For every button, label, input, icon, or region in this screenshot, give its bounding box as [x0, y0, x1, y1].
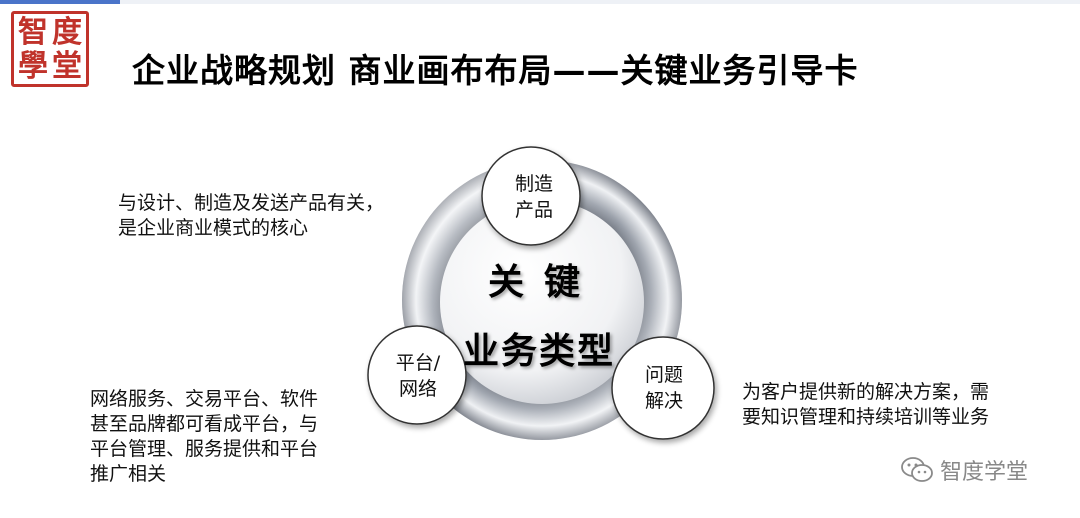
note-line: 网络服务、交易平台、软件 [90, 388, 319, 410]
node-manufacture-circle [481, 146, 581, 246]
page-title: 企业战略规划 商业画布布局——关键业务引导卡 [132, 51, 859, 90]
note-problem-solving: 为客户提供新的解决方案，需 要知识管理和持续培训等业务 [742, 380, 989, 430]
note-line: 推广相关 [90, 463, 167, 485]
note-line: 平台管理、服务提供和平台 [90, 438, 319, 460]
top-accent-segment [0, 0, 120, 4]
center-label-line1: 关键 [488, 262, 601, 303]
logo-char-1: 智 [18, 15, 48, 50]
logo-char-3: 學 [18, 49, 48, 84]
brand-logo-seal: 智 度 學 堂 [11, 11, 89, 87]
node-problem-line2: 解决 [644, 390, 683, 412]
inner-disc [440, 200, 644, 404]
node-problem-line1: 问题 [644, 364, 683, 386]
watermark: 智度学堂 [900, 454, 1028, 486]
node-manufacture-line2: 产品 [514, 199, 553, 221]
center-label-line2: 业务类型 [463, 331, 616, 372]
note-line: 是企业商业模式的核心 [118, 217, 309, 239]
node-manufacture-line1: 制造 [514, 173, 553, 195]
watermark-text: 智度学堂 [940, 460, 1029, 485]
note-line: 甚至品牌都可看成平台，与 [90, 413, 319, 435]
logo-char-2: 度 [52, 15, 82, 50]
node-problem-circle [611, 336, 715, 440]
node-platform-circle [367, 325, 467, 425]
note-manufacturing: 与设计、制造及发送产品有关， 是企业商业模式的核心 [118, 191, 384, 241]
note-line: 为客户提供新的解决方案，需 [742, 381, 990, 403]
note-line: 要知识管理和持续培训等业务 [742, 406, 990, 428]
node-problem-label: 问题 解决 [619, 362, 709, 414]
note-line: 与设计、制造及发送产品有关， [118, 192, 385, 214]
wechat-icon [901, 457, 933, 482]
note-platform: 网络服务、交易平台、软件 甚至品牌都可看成平台，与 平台管理、服务提供和平台 推… [90, 387, 318, 487]
node-platform-label: 平台/ 网络 [370, 350, 466, 402]
node-manufacture-label: 制造 产品 [489, 171, 579, 223]
node-platform-line1: 平台/ [395, 352, 441, 374]
top-accent-bar [0, 0, 1080, 4]
node-platform-line2: 网络 [398, 378, 437, 400]
logo-char-4: 堂 [52, 49, 82, 84]
